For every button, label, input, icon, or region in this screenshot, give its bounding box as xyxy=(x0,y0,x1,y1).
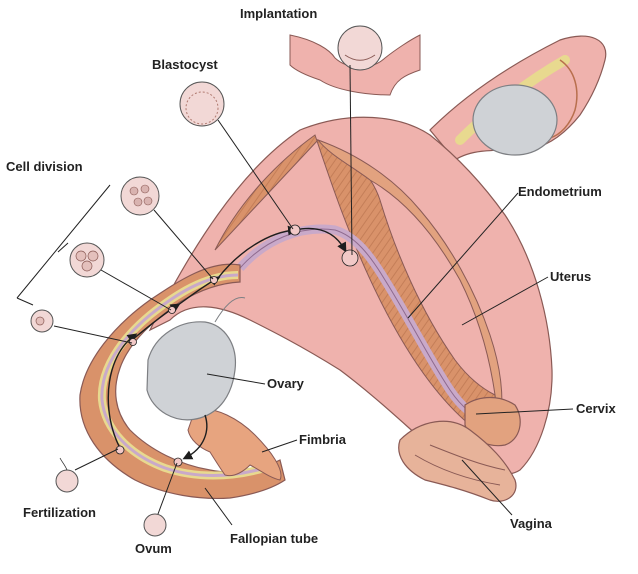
label-uterus: Uterus xyxy=(550,269,592,284)
leader-lines xyxy=(16,64,574,526)
label-cell-division: Cell division xyxy=(6,159,83,174)
fertilization-cell xyxy=(55,457,79,493)
label-endometrium: Endometrium xyxy=(518,184,602,199)
label-fimbria: Fimbria xyxy=(299,432,346,447)
label-blastocyst: Blastocyst xyxy=(152,57,218,72)
vagina xyxy=(398,420,517,502)
leader-cervix xyxy=(475,408,574,415)
morula-cell xyxy=(120,176,160,216)
leader-uterus xyxy=(461,276,549,326)
label-fertilization: Fertilization xyxy=(23,505,96,520)
leader-implantation xyxy=(349,64,353,256)
leader-two-cell xyxy=(53,325,133,344)
label-implantation: Implantation xyxy=(240,6,318,21)
leader-fimbria xyxy=(261,439,298,453)
leader-fallopian-tube xyxy=(204,487,233,526)
label-vagina: Vagina xyxy=(510,516,552,531)
leader-fertilization xyxy=(74,448,119,471)
label-ovum: Ovum xyxy=(135,541,172,556)
leader-ovum xyxy=(157,462,178,515)
label-ovary: Ovary xyxy=(267,376,304,391)
label-cervix: Cervix xyxy=(576,401,616,416)
leader-endometrium xyxy=(407,192,519,319)
leader-morula xyxy=(153,209,214,280)
blastocyst-cell xyxy=(179,81,225,127)
uterus-body xyxy=(148,116,553,476)
ovum-cell xyxy=(143,513,167,537)
leader-cell-division-bracket xyxy=(16,184,111,306)
left-ovary xyxy=(146,296,246,421)
leader-four-cell xyxy=(100,269,172,311)
two-cell-stage xyxy=(30,309,54,333)
left-fallopian-tube xyxy=(79,263,286,499)
leader-blastocyst xyxy=(217,119,294,230)
right-ovary xyxy=(472,84,558,156)
label-fallopian-tube: Fallopian tube xyxy=(230,531,319,546)
four-cell-stage xyxy=(69,242,105,278)
leader-vagina xyxy=(461,459,513,516)
implantation-inset xyxy=(289,25,421,96)
leader-ovary xyxy=(206,373,266,385)
fimbria xyxy=(187,408,282,481)
